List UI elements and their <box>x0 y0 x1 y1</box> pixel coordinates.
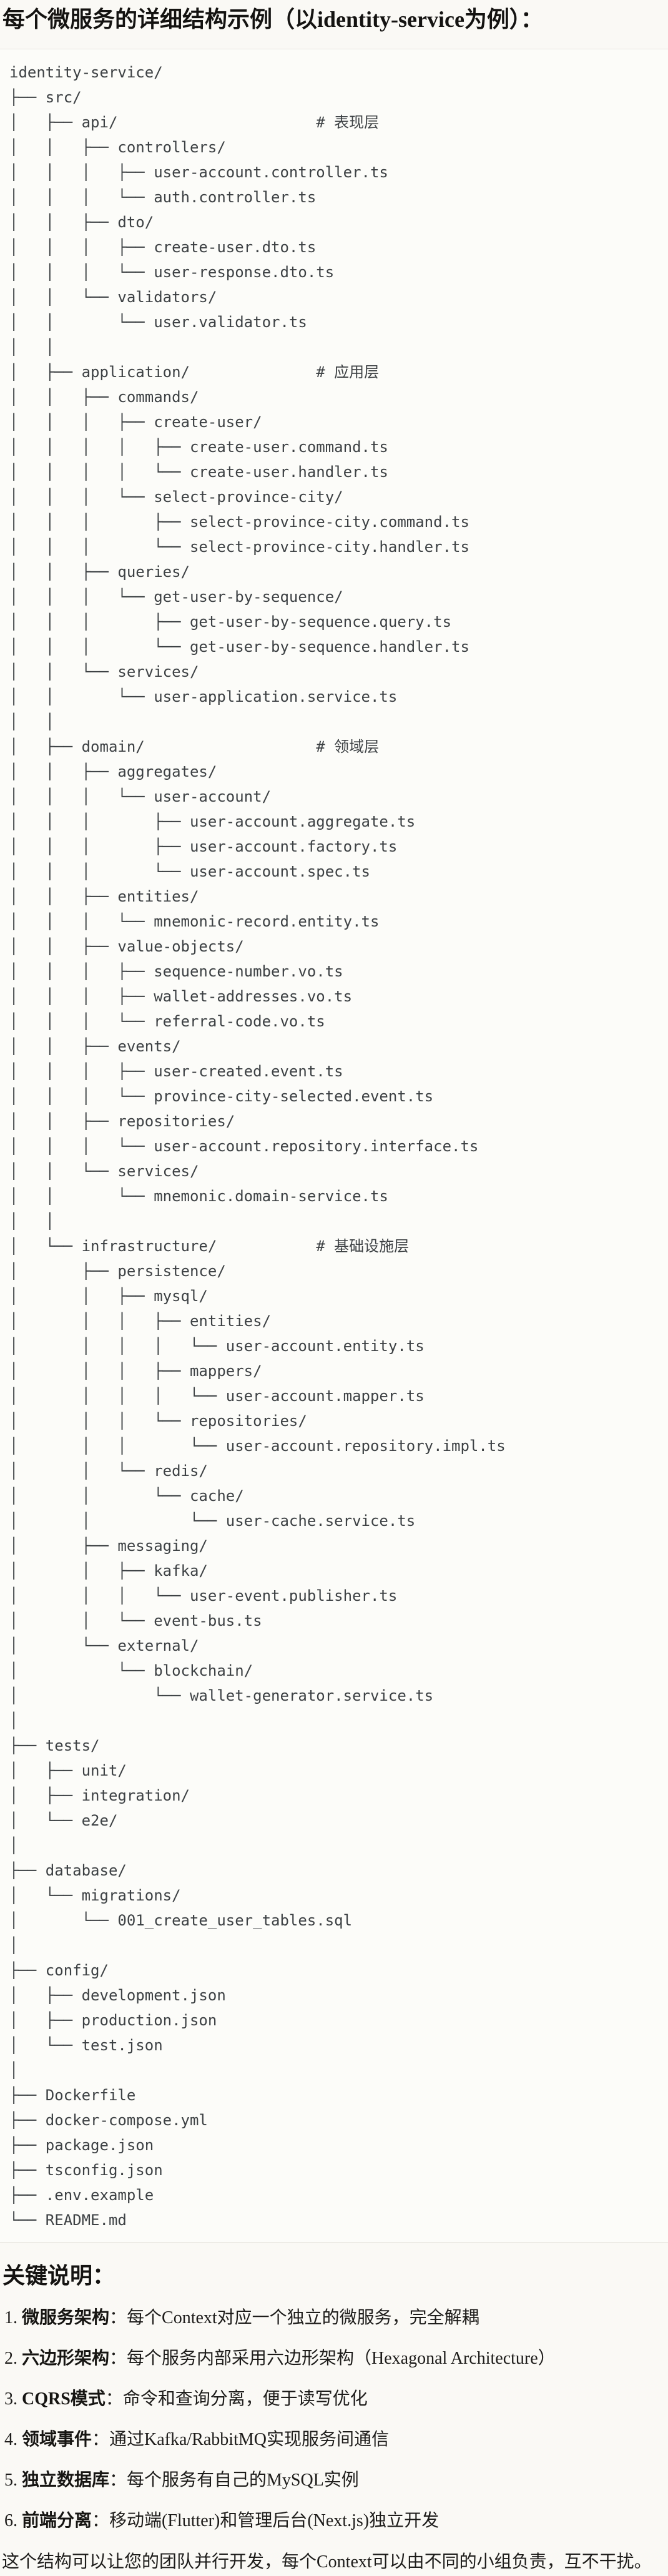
note-description: ：每个服务内部采用六边形架构（Hexagonal Architecture） <box>109 2348 556 2368</box>
note-description: ：命令和查询分离，便于读写优化 <box>105 2389 368 2409</box>
note-term: 独立数据库 <box>22 2470 110 2490</box>
note-item: 1.微服务架构：每个Context对应一个独立的微服务，完全解耦 <box>4 2304 668 2332</box>
note-number: 2. <box>4 2348 17 2368</box>
note-term: CQRS模式 <box>22 2389 106 2409</box>
note-number: 1. <box>4 2308 17 2328</box>
note-term: 领域事件 <box>22 2429 92 2449</box>
note-item: 3.CQRS模式：命令和查询分离，便于读写优化 <box>4 2386 668 2413</box>
page-title: 每个微服务的详细结构示例（以identity-service为例）： <box>2 7 543 32</box>
note-number: 6. <box>4 2510 17 2530</box>
notes-list: 1.微服务架构：每个Context对应一个独立的微服务，完全解耦 2.六边形架构… <box>0 2304 668 2535</box>
page: 每个微服务的详细结构示例（以identity-service为例）： ident… <box>0 5 668 2576</box>
notes-heading: 关键说明： <box>2 2263 115 2288</box>
note-term: 微服务架构 <box>22 2308 110 2328</box>
note-description: ：通过Kafka/RabbitMQ实现服务间通信 <box>92 2429 389 2449</box>
note-description: ：每个服务有自己的MySQL实例 <box>109 2470 359 2490</box>
directory-tree-code-block: identity-service/ ├── src/ │ ├── api/ # … <box>0 48 668 2243</box>
note-term: 六边形架构 <box>22 2348 110 2368</box>
directory-tree: identity-service/ ├── src/ │ ├── api/ # … <box>9 63 506 2229</box>
note-item: 4.领域事件：通过Kafka/RabbitMQ实现服务间通信 <box>4 2426 668 2454</box>
note-description: ：每个Context对应一个独立的微服务，完全解耦 <box>109 2308 479 2328</box>
note-number: 4. <box>4 2429 17 2449</box>
note-item: 6.前端分离：移动端(Flutter)和管理后台(Next.js)独立开发 <box>4 2507 668 2535</box>
note-term: 前端分离 <box>22 2510 92 2530</box>
note-number: 5. <box>4 2470 17 2490</box>
note-description: ：移动端(Flutter)和管理后台(Next.js)独立开发 <box>92 2510 440 2530</box>
note-item: 5.独立数据库：每个服务有自己的MySQL实例 <box>4 2467 668 2494</box>
note-number: 3. <box>4 2389 17 2409</box>
closing-paragraph: 这个结构可以让您的团队并行开发，每个Context可以由不同的小组负责，互不干扰… <box>2 2552 652 2572</box>
note-item: 2.六边形架构：每个服务内部采用六边形架构（Hexagonal Architec… <box>4 2345 668 2372</box>
